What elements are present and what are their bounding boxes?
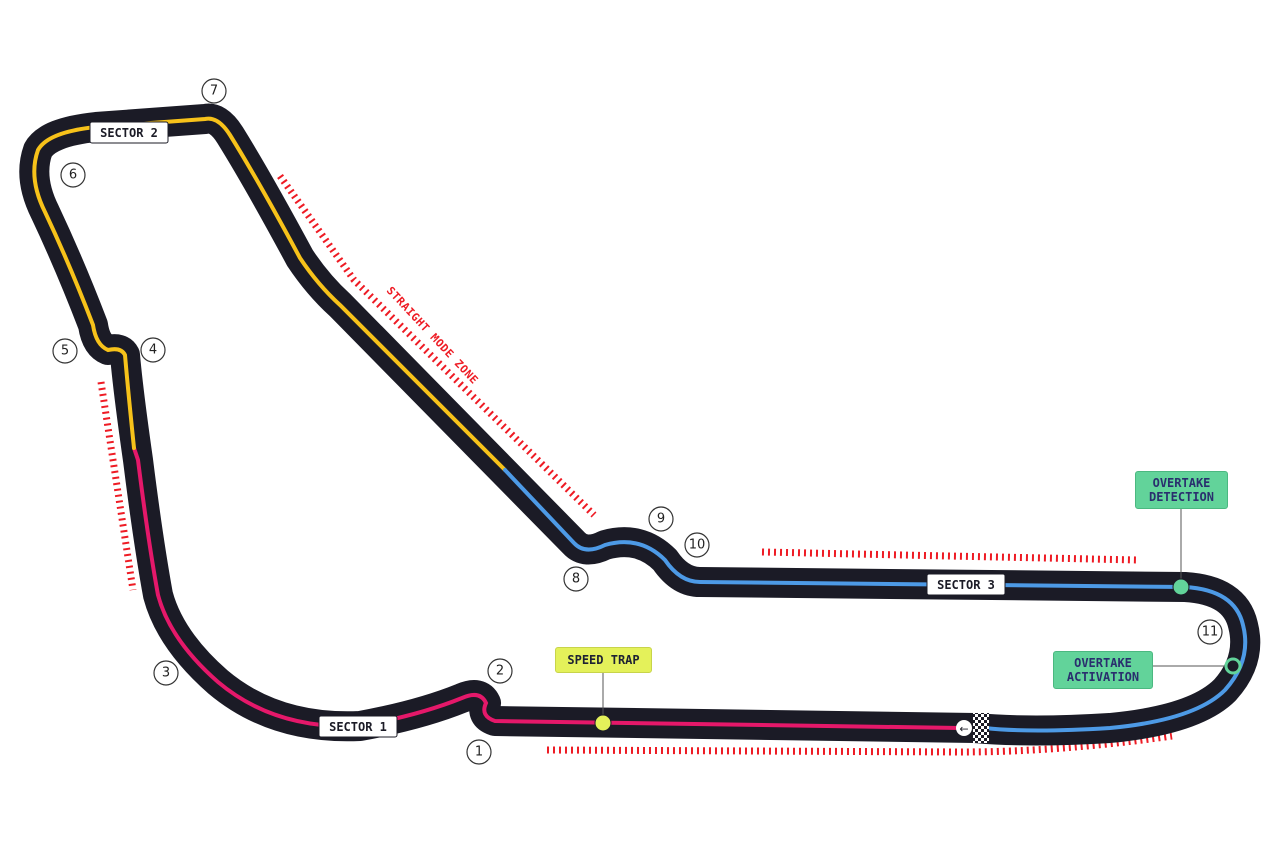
- turn-5-badge: 5: [52, 338, 78, 364]
- sector-1-label: SECTOR 1: [329, 720, 387, 734]
- start-direction-arrow: ←: [959, 723, 968, 736]
- sector-1-line: [132, 446, 962, 730]
- overtake-detection-marker: [1172, 578, 1190, 596]
- turn-9-number: 9: [657, 512, 665, 527]
- turn-2-number: 2: [496, 664, 504, 679]
- overtake-activation-marker: [1224, 657, 1242, 675]
- turn-7-number: 7: [210, 84, 218, 99]
- overtake-activation-line1: OVERTAKE: [1074, 656, 1132, 670]
- overtake-detection-label: OVERTAKE DETECTION: [1135, 471, 1228, 509]
- sector-2-line: [32, 116, 507, 472]
- sector-3-badge: SECTOR 3: [926, 573, 1006, 596]
- start-finish-line: [973, 713, 989, 743]
- speed-trap-marker: [594, 714, 612, 732]
- start-arrow-marker: [956, 720, 972, 736]
- overtake-detection-line2: DETECTION: [1148, 490, 1215, 504]
- turn-9-badge: 9: [648, 506, 674, 532]
- turn-4-number: 4: [149, 343, 157, 358]
- overtake-activation-label: OVERTAKE ACTIVATION: [1053, 651, 1153, 689]
- sector-1-badge: SECTOR 1: [318, 715, 398, 738]
- turn-1-number: 1: [475, 745, 483, 760]
- sector-2-badge: SECTOR 2: [89, 121, 169, 144]
- overtake-activation-line2: ACTIVATION: [1066, 670, 1140, 684]
- turn-4-badge: 4: [140, 337, 166, 363]
- speed-trap-text: SPEED TRAP: [567, 653, 640, 667]
- turn-8-badge: 8: [563, 566, 589, 592]
- turn-10-badge: 10: [684, 532, 710, 558]
- sector-3-label: SECTOR 3: [937, 578, 995, 592]
- turn-2-badge: 2: [487, 658, 513, 684]
- turn-1-badge: 1: [466, 739, 492, 765]
- straight-mode-zones: [97, 173, 1173, 756]
- turn-markers: 1 2 3 4 5 6 7 8 9 10 11: [52, 78, 1223, 765]
- turn-3-number: 3: [162, 666, 170, 681]
- zone-sector3-straight: [761, 548, 1139, 564]
- turn-6-badge: 6: [60, 162, 86, 188]
- sector-2-label: SECTOR 2: [100, 126, 158, 140]
- turn-11-badge: 11: [1197, 619, 1223, 645]
- track-outline: [19, 103, 1261, 746]
- zone-bottom-straight: [546, 732, 1173, 756]
- turn-5-number: 5: [61, 344, 69, 359]
- turn-7-badge: 7: [201, 78, 227, 104]
- overtake-detection-line1: OVERTAKE: [1152, 476, 1211, 490]
- sector-3-line: [503, 468, 1248, 733]
- turn-6-number: 6: [69, 168, 77, 183]
- turn-8-number: 8: [572, 572, 580, 587]
- speed-trap-label: SPEED TRAP: [555, 647, 652, 673]
- zone-left-straight: [97, 381, 137, 591]
- turn-3-badge: 3: [153, 660, 179, 686]
- turn-11-number: 11: [1202, 625, 1219, 640]
- turn-10-number: 10: [689, 538, 706, 553]
